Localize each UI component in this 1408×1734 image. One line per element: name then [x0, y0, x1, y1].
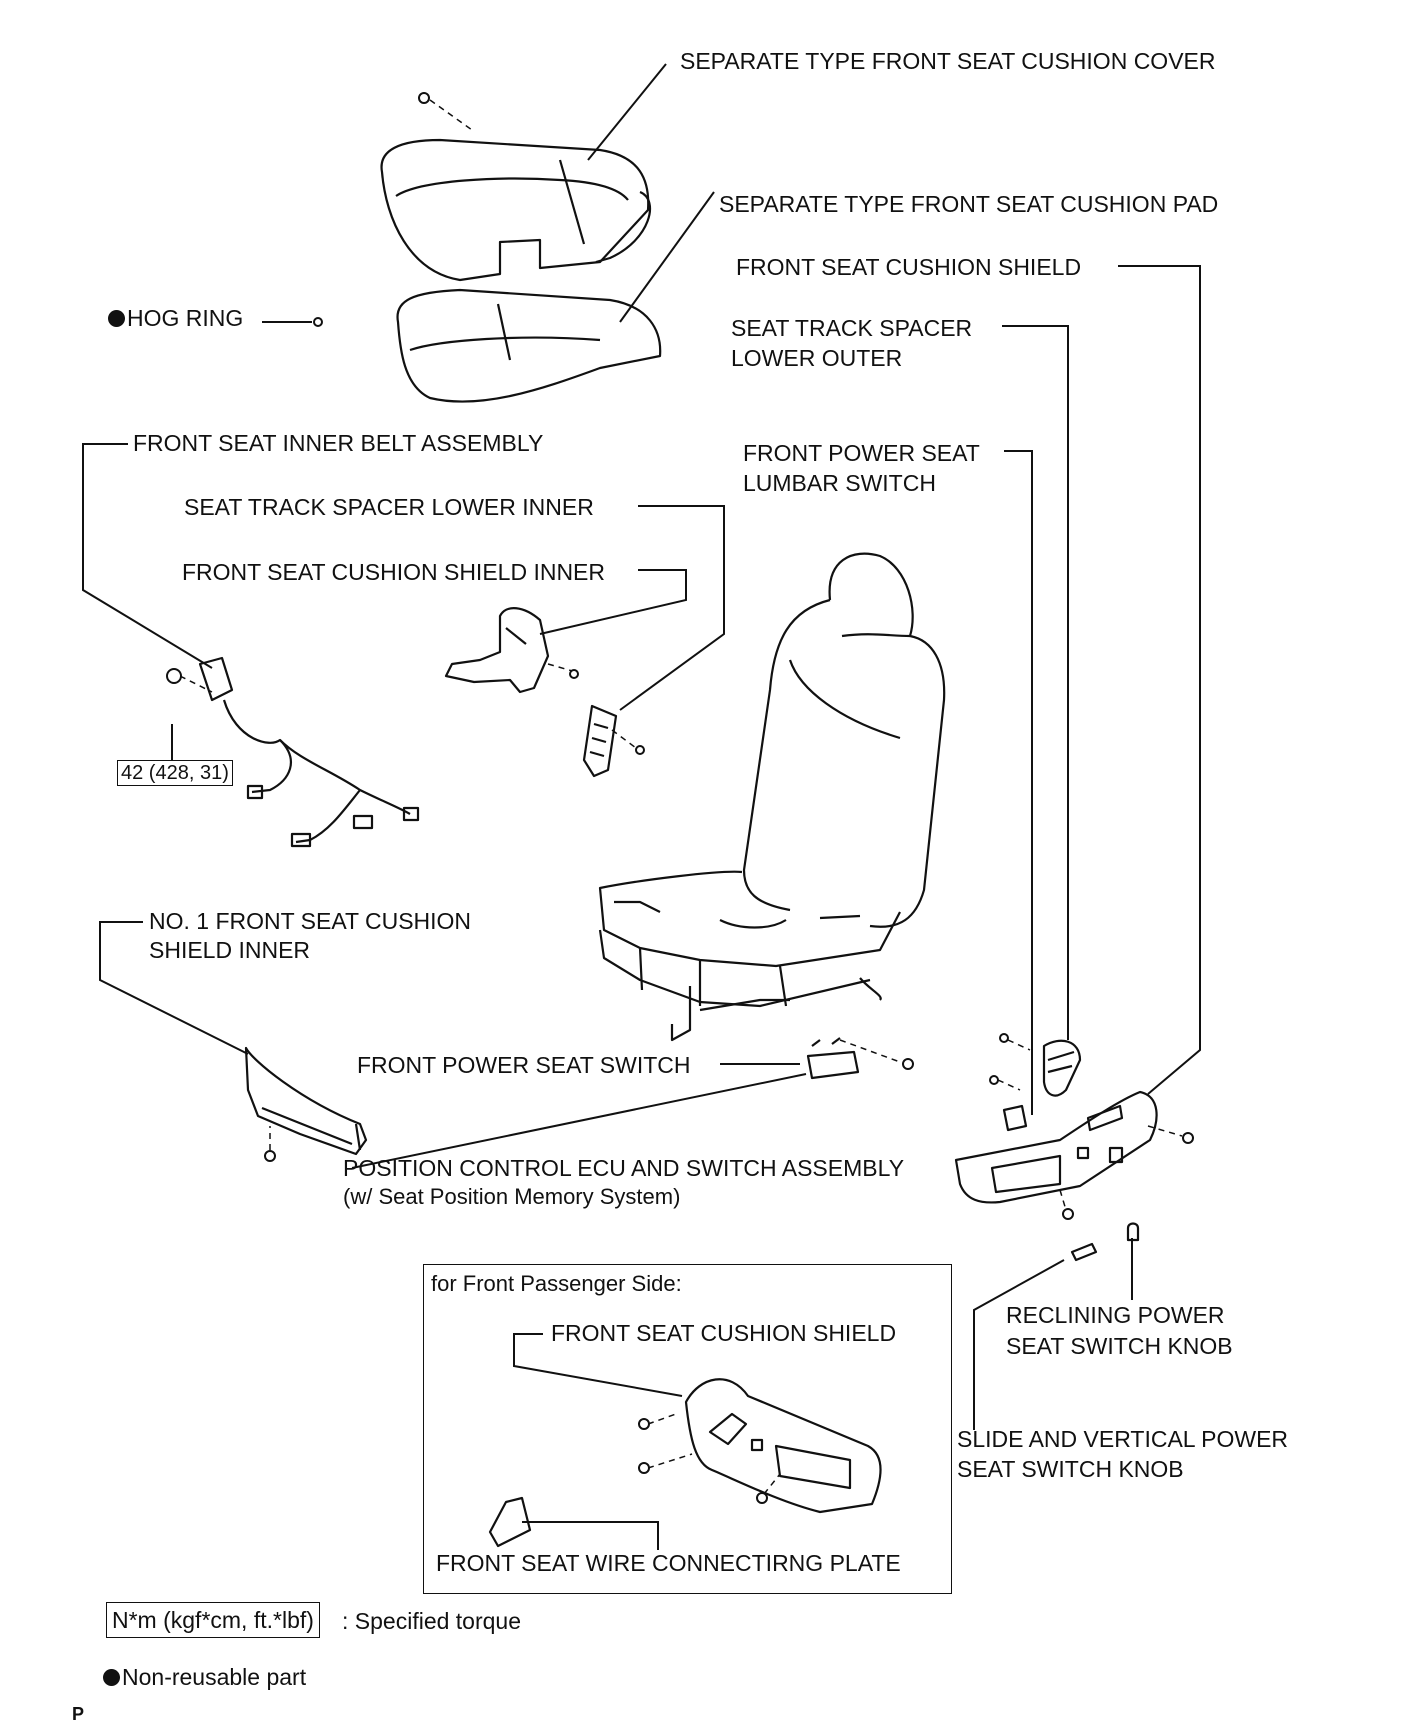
screw-icon	[1182, 1132, 1194, 1144]
inset-cushion-shield-part	[684, 1378, 882, 1514]
no1-shield-inner-part	[244, 1046, 368, 1156]
track-spacer-inner-part	[582, 704, 618, 778]
torque-spec: 42 (428, 31)	[117, 760, 233, 786]
label-reclining-knob-1: RECLINING POWER	[1006, 1302, 1225, 1328]
legend-nonreusable: Non-reusable part	[103, 1662, 306, 1692]
cushion-shield-part	[954, 1090, 1158, 1204]
cushion-cover-part	[380, 138, 652, 282]
seat-assembly-part	[598, 552, 946, 1042]
screw-icon	[264, 1150, 276, 1162]
leader-track-spacer-inner	[619, 505, 725, 711]
label-slide-knob-1: SLIDE AND VERTICAL POWER	[957, 1426, 1289, 1452]
inset-label-wire-plate: FRONT SEAT WIRE CONNECTIRNG PLATE	[436, 1550, 901, 1576]
screw-icon	[999, 1033, 1009, 1043]
label-ecu-switch-2: (w/ Seat Position Memory System)	[343, 1184, 681, 1209]
hog-ring-icon	[313, 317, 323, 327]
leader-inner-belt	[82, 443, 213, 669]
screw-icon	[756, 1492, 768, 1504]
footer-letter: P	[72, 1704, 85, 1724]
leader-inset-shield	[513, 1333, 683, 1397]
shield-inner-part	[444, 607, 550, 694]
legend-torque-box: N*m (kgf*cm, ft.*lbf)	[106, 1602, 320, 1638]
label-track-spacer-inner: SEAT TRACK SPACER LOWER INNER	[184, 494, 594, 520]
track-spacer-outer-part	[1042, 1039, 1082, 1097]
screw-icon	[638, 1418, 650, 1430]
label-hog-ring: HOG RING	[108, 303, 243, 333]
switch-knobs-part	[1070, 1222, 1140, 1262]
label-reclining-knob-2: SEAT SWITCH KNOB	[1006, 1333, 1233, 1359]
leader-slide	[973, 1259, 1065, 1430]
leader-cushion-cover	[587, 63, 667, 161]
nut-icon	[166, 668, 182, 684]
cushion-pad-part	[396, 288, 662, 403]
label-hog-ring-text: HOG RING	[127, 305, 244, 331]
leader-inset-plate	[522, 1521, 659, 1550]
leader-no1-shield	[99, 921, 249, 1055]
power-seat-switch-part	[806, 1037, 860, 1080]
leader-cushion-pad	[619, 191, 715, 323]
legend-torque-desc: : Specified torque	[342, 1608, 522, 1634]
screw-icon	[569, 669, 579, 679]
inset-label-cushion-shield: FRONT SEAT CUSHION SHIELD	[551, 1320, 897, 1346]
leader-shield-inner	[539, 569, 687, 635]
screw-icon	[1062, 1208, 1074, 1220]
screw-icon	[902, 1058, 914, 1070]
label-track-spacer-outer-2: LOWER OUTER	[731, 345, 903, 371]
inset-title: for Front Passenger Side:	[431, 1271, 682, 1296]
lumbar-switch-part	[1002, 1104, 1028, 1132]
label-slide-knob-2: SEAT SWITCH KNOB	[957, 1456, 1184, 1482]
label-inner-belt: FRONT SEAT INNER BELT ASSEMBLY	[133, 430, 544, 456]
leader-track-spacer-outer	[1002, 325, 1069, 1040]
label-shield-inner: FRONT SEAT CUSHION SHIELD INNER	[182, 559, 606, 585]
label-lumbar-switch-1: FRONT POWER SEAT	[743, 440, 980, 466]
label-no1-shield-inner-1: NO. 1 FRONT SEAT CUSHION	[149, 908, 472, 934]
inset-wire-plate-part	[488, 1496, 532, 1548]
screw-icon	[418, 92, 430, 104]
label-track-spacer-outer-1: SEAT TRACK SPACER	[731, 315, 973, 341]
leader-ecu	[351, 1073, 807, 1169]
label-no1-shield-inner-2: SHIELD INNER	[149, 937, 311, 963]
label-cushion-pad: SEPARATE TYPE FRONT SEAT CUSHION PAD	[719, 191, 1219, 217]
leader-lumbar-switch	[1004, 450, 1033, 1115]
label-power-seat-switch: FRONT POWER SEAT SWITCH	[357, 1052, 691, 1078]
label-cushion-cover: SEPARATE TYPE FRONT SEAT CUSHION COVER	[680, 48, 1216, 74]
passenger-side-inset	[423, 1264, 952, 1594]
label-ecu-switch-1: POSITION CONTROL ECU AND SWITCH ASSEMBLY	[343, 1155, 905, 1181]
screw-icon	[989, 1075, 999, 1085]
nonreusable-dot-icon	[103, 1669, 120, 1686]
legend-nonreusable-text: Non-reusable part	[122, 1664, 307, 1690]
inner-belt-part	[198, 656, 420, 848]
nonreusable-dot-icon	[108, 310, 125, 327]
label-cushion-shield: FRONT SEAT CUSHION SHIELD	[736, 254, 1082, 280]
label-lumbar-switch-2: LUMBAR SWITCH	[743, 470, 936, 496]
leader-cushion-shield	[1118, 265, 1201, 1095]
screw-icon	[638, 1462, 650, 1474]
screw-icon	[635, 745, 645, 755]
